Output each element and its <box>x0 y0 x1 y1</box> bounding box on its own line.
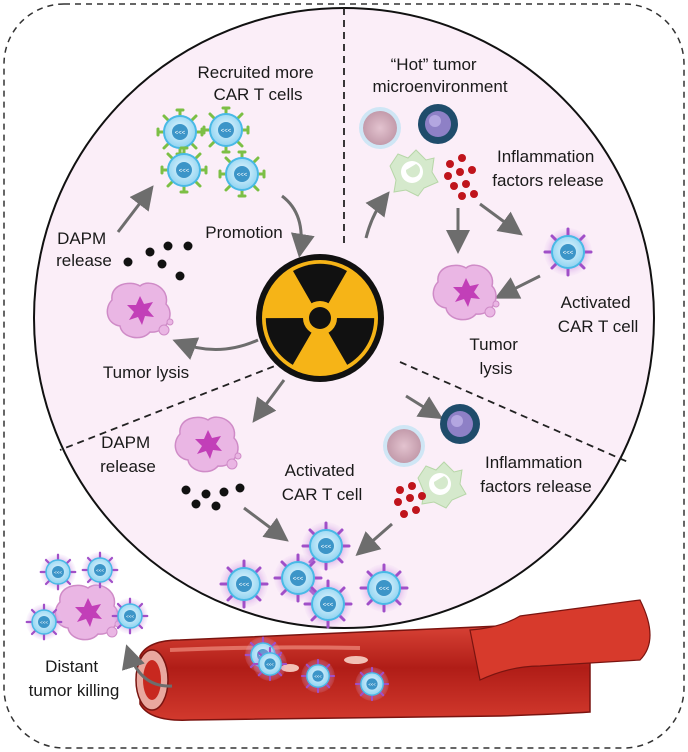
tcell-icon <box>218 150 266 198</box>
arrow-factors-right <box>479 202 523 236</box>
tumor-cell-icon <box>54 584 122 641</box>
arrow-rad-to-inflammation-bottom <box>405 394 444 420</box>
macrophage-icon <box>359 107 401 149</box>
arrow-activated-to-tumor <box>494 274 541 299</box>
activated-tcell-icon <box>218 558 270 610</box>
arrow-promotion <box>281 194 315 258</box>
radiation-icon <box>256 254 384 382</box>
inflammation-factors-bottom <box>394 482 426 518</box>
label-recruited: Recruited more CAR T cells <box>198 63 319 104</box>
label-dapm-top: DAPM release <box>56 229 112 270</box>
arrow-rad-to-hot <box>364 191 390 239</box>
arrow-vessel-to-distant <box>121 644 173 688</box>
label-activated-bottom: Activated CAR T cell <box>282 461 363 504</box>
label-dapm-bottom: DAPM release <box>100 433 156 476</box>
label-tumor-lysis-right: Tumor lysis <box>469 335 522 378</box>
dendritic-cell-icon <box>440 404 480 444</box>
arrow-dapm-to-recruit <box>116 185 154 233</box>
tcell-icon <box>160 146 208 194</box>
arrow-to-tumor-lysis-left <box>172 337 259 360</box>
activated-tcell-icon <box>302 578 354 630</box>
inflammation-factors-top <box>444 154 478 200</box>
dapm-particles-bottom <box>181 483 245 511</box>
label-tumor-lysis-left: Tumor lysis <box>103 363 189 382</box>
macrophage-icon <box>383 425 425 467</box>
activated-tcell-icon <box>542 226 594 278</box>
distant-tumor-group <box>24 550 150 642</box>
label-inflammation-bottom: Inflammation factors release <box>480 453 592 496</box>
activated-tcell-icon <box>358 562 410 614</box>
label-hot: “Hot” tumor microenvironment <box>372 55 507 96</box>
arrow-dapm-to-tcells <box>243 506 289 542</box>
label-activated-right: Activated CAR T cell <box>558 293 639 336</box>
outer-dashed-frame <box>3 3 685 749</box>
arrow-rad-to-dapm-bottom <box>252 379 286 423</box>
dapm-particles-top <box>123 241 193 281</box>
dendritic-cell-icon <box>418 104 458 144</box>
label-promotion: Promotion <box>205 223 282 242</box>
arrow-factors-to-tcells <box>355 522 393 556</box>
label-inflammation-top: Inflammation factors release <box>492 147 604 190</box>
sector-dividers <box>59 8 629 463</box>
label-distant: Distant tumor killing <box>29 657 120 700</box>
tcell-icon <box>202 106 250 154</box>
